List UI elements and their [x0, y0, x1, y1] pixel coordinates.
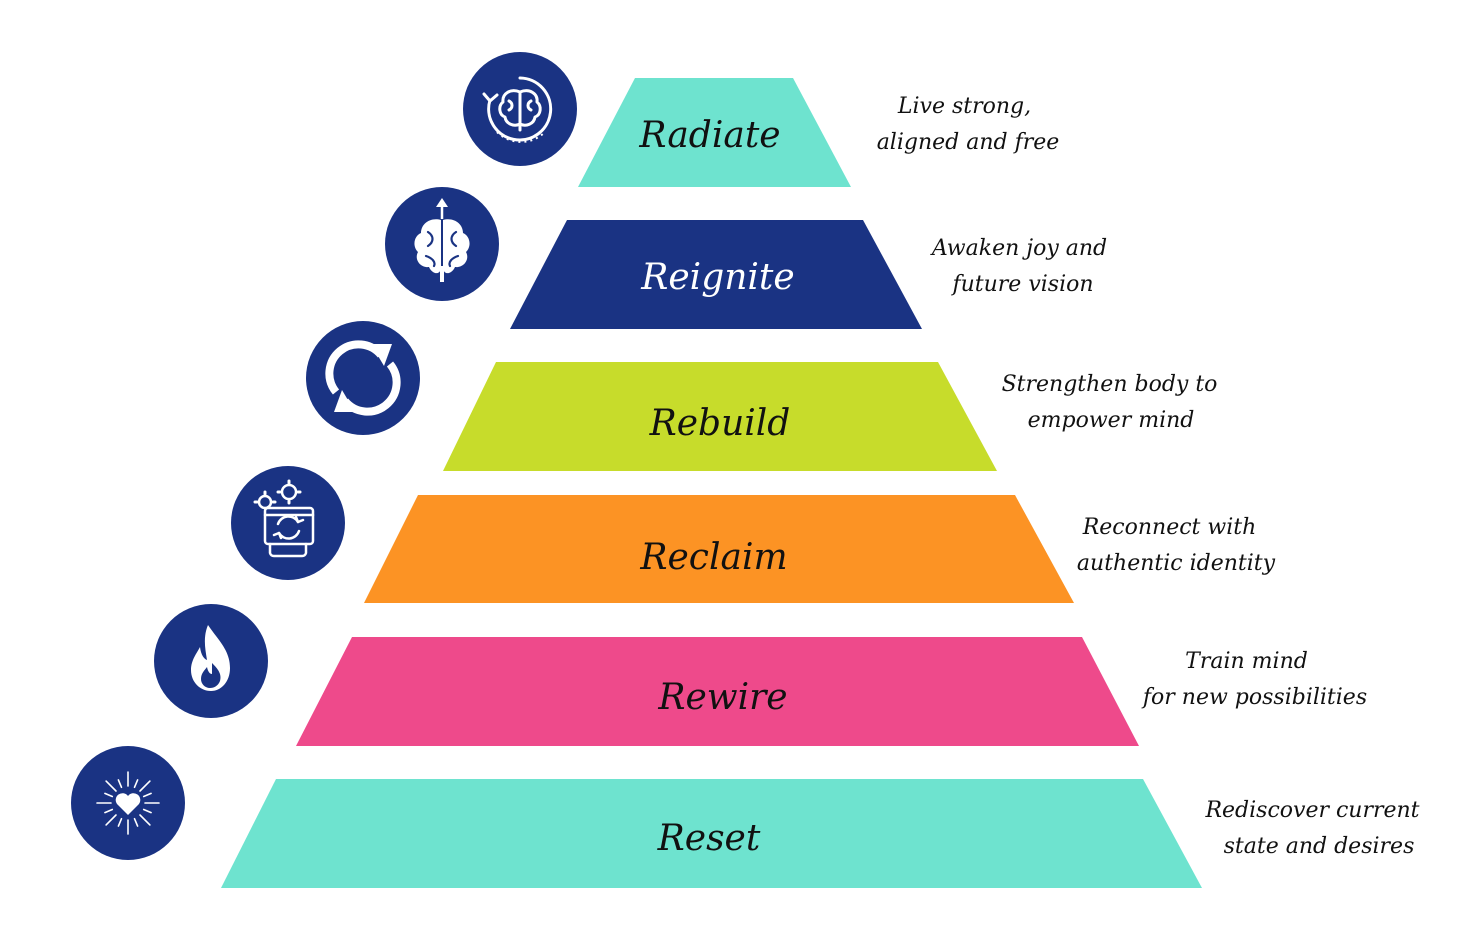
- heart-ray: [104, 792, 114, 798]
- description-line: for new possibilities: [1141, 685, 1367, 710]
- level-name-rebuild: Rebuild: [649, 403, 791, 444]
- heart-ray: [139, 814, 151, 826]
- heart-ray: [142, 792, 152, 798]
- level-name-reignite: Reignite: [640, 257, 794, 298]
- level-name-rewire: Rewire: [657, 677, 787, 718]
- heart-ray: [117, 817, 123, 827]
- level-reignite: Reignite Awaken joy and future vision: [385, 187, 1114, 329]
- level-band-rewire: [296, 637, 1139, 746]
- level-description-rebuild: Strengthen body to empower mind: [1002, 372, 1225, 433]
- level-description-reset: Rediscover current state and desires: [1204, 798, 1426, 859]
- heart-ray: [105, 780, 117, 792]
- heart-ray: [105, 814, 117, 826]
- heart-ray: [133, 817, 139, 827]
- level-band-radiate: [578, 78, 851, 187]
- brain-cycle-icon: [463, 52, 577, 166]
- level-name-reclaim: Reclaim: [639, 537, 787, 578]
- description-line: aligned and free: [877, 130, 1060, 155]
- level-description-rewire: Train mind for new possibilities: [1141, 649, 1367, 710]
- radiant-heart-icon: [71, 746, 185, 860]
- level-reclaim: Reclaim Reconnect with authent: [231, 466, 1276, 603]
- description-line: Awaken joy and: [930, 236, 1107, 261]
- flame-icon: [154, 604, 268, 718]
- level-band-reset: [221, 779, 1202, 888]
- level-band-reignite: [510, 220, 922, 329]
- heart-ray: [133, 779, 139, 789]
- level-reset: Reset Rediscover current state and desir…: [71, 746, 1426, 888]
- brain-growth-icon: [385, 187, 499, 301]
- refresh-arrows-icon: [306, 321, 420, 435]
- description-line: authentic identity: [1077, 551, 1276, 576]
- description-line: future vision: [950, 272, 1093, 297]
- heart-ray: [142, 808, 152, 814]
- level-description-reignite: Awaken joy and future vision: [930, 236, 1114, 297]
- description-line: Rediscover current: [1204, 798, 1419, 823]
- level-description-reclaim: Reconnect with authentic identity: [1077, 515, 1276, 576]
- description-line: Live strong,: [897, 94, 1031, 119]
- description-line: Train mind: [1185, 649, 1308, 674]
- heart-ray: [139, 780, 151, 792]
- level-rebuild: Rebuild Strengthen body to empower mind: [306, 321, 1225, 471]
- heart-ray: [117, 779, 123, 789]
- description-line: state and desires: [1224, 834, 1415, 859]
- level-rewire: Rewire Train mind for new possibilities: [154, 604, 1367, 746]
- level-name-reset: Reset: [657, 818, 761, 859]
- heart-ray: [104, 808, 114, 814]
- level-radiate: Radiate Live strong, aligned and free: [463, 52, 1059, 187]
- description-line: Strengthen body to: [1002, 372, 1218, 397]
- level-description-radiate: Live strong, aligned and free: [877, 94, 1060, 155]
- level-band-rebuild: [443, 362, 997, 471]
- description-line: Reconnect with: [1082, 515, 1257, 540]
- system-update-icon: [231, 466, 345, 580]
- description-line: empower mind: [1028, 408, 1195, 433]
- level-band-reclaim: [364, 495, 1074, 603]
- level-name-radiate: Radiate: [638, 115, 780, 156]
